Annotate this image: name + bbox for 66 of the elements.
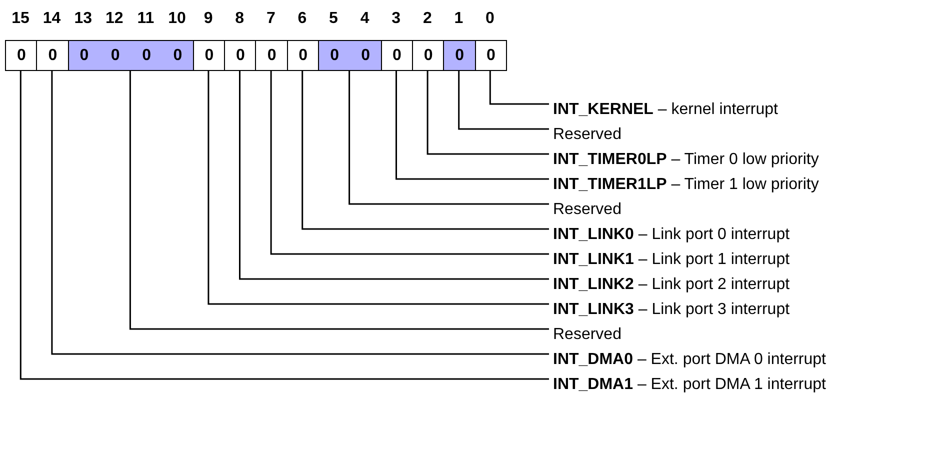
leader-line <box>348 71 549 205</box>
register-field <box>224 40 257 71</box>
register-field <box>68 40 194 71</box>
bit-value: 0 <box>486 46 496 64</box>
leader-line <box>129 71 549 330</box>
field-description: INT_TIMER1LP – Timer 1 low priority <box>553 175 819 195</box>
bit-value: 0 <box>110 46 120 64</box>
bit-number: 9 <box>202 10 214 28</box>
bit-value: 0 <box>142 46 151 64</box>
bit-number: 10 <box>167 10 187 28</box>
bit-value: 0 <box>330 46 339 64</box>
register-field <box>36 40 70 71</box>
bit-number: 4 <box>359 10 370 28</box>
bit-value: 0 <box>361 46 370 64</box>
bit-number: 0 <box>484 10 496 28</box>
bit-value: 0 <box>173 46 182 64</box>
register-field <box>5 40 38 71</box>
bit-number: 6 <box>296 10 308 28</box>
bit-value: 0 <box>267 46 276 64</box>
bit-number: 7 <box>265 10 276 28</box>
register-field <box>192 40 226 71</box>
field-description: INT_LINK1 – Link port 1 interrupt <box>553 250 790 270</box>
register-field <box>443 40 476 71</box>
bit-number: 1 <box>453 10 464 28</box>
bit-value: 0 <box>48 46 58 64</box>
bit-value: 0 <box>80 46 89 64</box>
leader-line <box>426 71 549 155</box>
bit-number: 12 <box>104 10 124 28</box>
leader-line <box>302 71 549 230</box>
bit-value: 0 <box>455 46 464 64</box>
field-description: Reserved <box>553 200 622 220</box>
bit-number: 3 <box>390 10 402 28</box>
leader-line <box>208 71 549 305</box>
bit-number: 8 <box>234 10 246 28</box>
field-description: Reserved <box>553 125 622 145</box>
field-description: INT_LINK3 – Link port 3 interrupt <box>553 300 790 320</box>
register-field <box>380 40 414 71</box>
field-description: INT_DMA0 – Ext. port DMA 0 interrupt <box>553 350 826 370</box>
bit-number: 2 <box>422 10 433 28</box>
field-description: INT_DMA1 – Ext. port DMA 1 interrupt <box>553 375 826 395</box>
bit-number: 15 <box>10 10 30 28</box>
field-description: INT_TIMER0LP – Timer 0 low priority <box>553 150 819 170</box>
leader-line <box>239 71 549 280</box>
field-description: INT_KERNEL – kernel interrupt <box>553 100 778 120</box>
leader-line <box>396 71 549 180</box>
bit-value: 0 <box>204 46 214 64</box>
leader-line <box>489 71 549 105</box>
leader-line <box>458 71 549 130</box>
leader-line <box>270 71 549 255</box>
bit-number: 13 <box>73 10 93 28</box>
bit-value: 0 <box>236 46 245 64</box>
register-field <box>286 40 320 71</box>
bit-number: 5 <box>328 10 339 28</box>
bit-value: 0 <box>298 46 308 64</box>
field-description: INT_LINK2 – Link port 2 interrupt <box>553 275 790 295</box>
bit-number: 11 <box>136 10 156 28</box>
bit-value: 0 <box>392 46 402 64</box>
bit-number: 14 <box>42 10 62 28</box>
bit-value: 0 <box>424 46 433 64</box>
register-field <box>318 40 382 71</box>
register-field <box>474 40 508 71</box>
field-description: INT_LINK0 – Link port 0 interrupt <box>553 225 790 245</box>
register-field <box>412 40 445 71</box>
field-description: Reserved <box>553 325 622 345</box>
register-field <box>255 40 288 71</box>
bit-value: 0 <box>16 46 26 64</box>
